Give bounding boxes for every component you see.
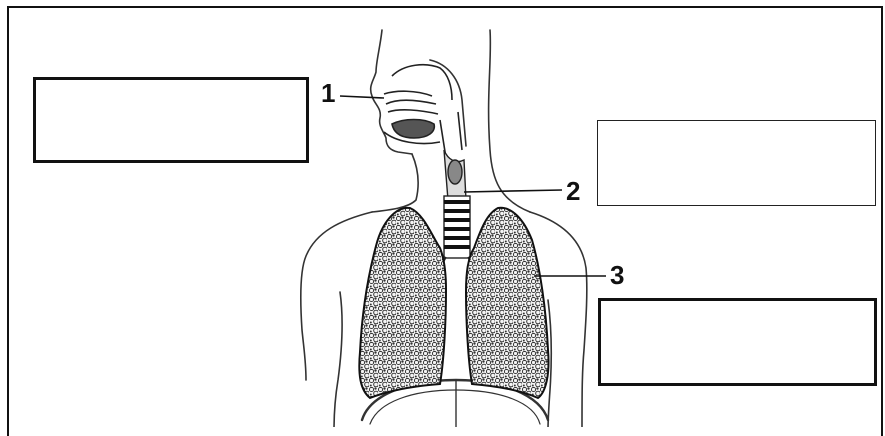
left-lung [359,208,446,398]
left-arm-inner [334,292,342,427]
neck-front [372,154,418,212]
answer-box-right-bottom[interactable] [598,298,877,386]
callout-label-2: 2 [566,178,580,204]
answer-box-right-top[interactable] [597,120,876,206]
neck-back [489,30,530,212]
leader-line-1 [340,96,384,98]
right-lung [466,208,549,398]
callout-label-1: 1 [321,80,335,106]
leader-line-2 [464,190,562,192]
answer-box-left[interactable] [33,77,309,163]
callout-label-3: 3 [610,262,624,288]
